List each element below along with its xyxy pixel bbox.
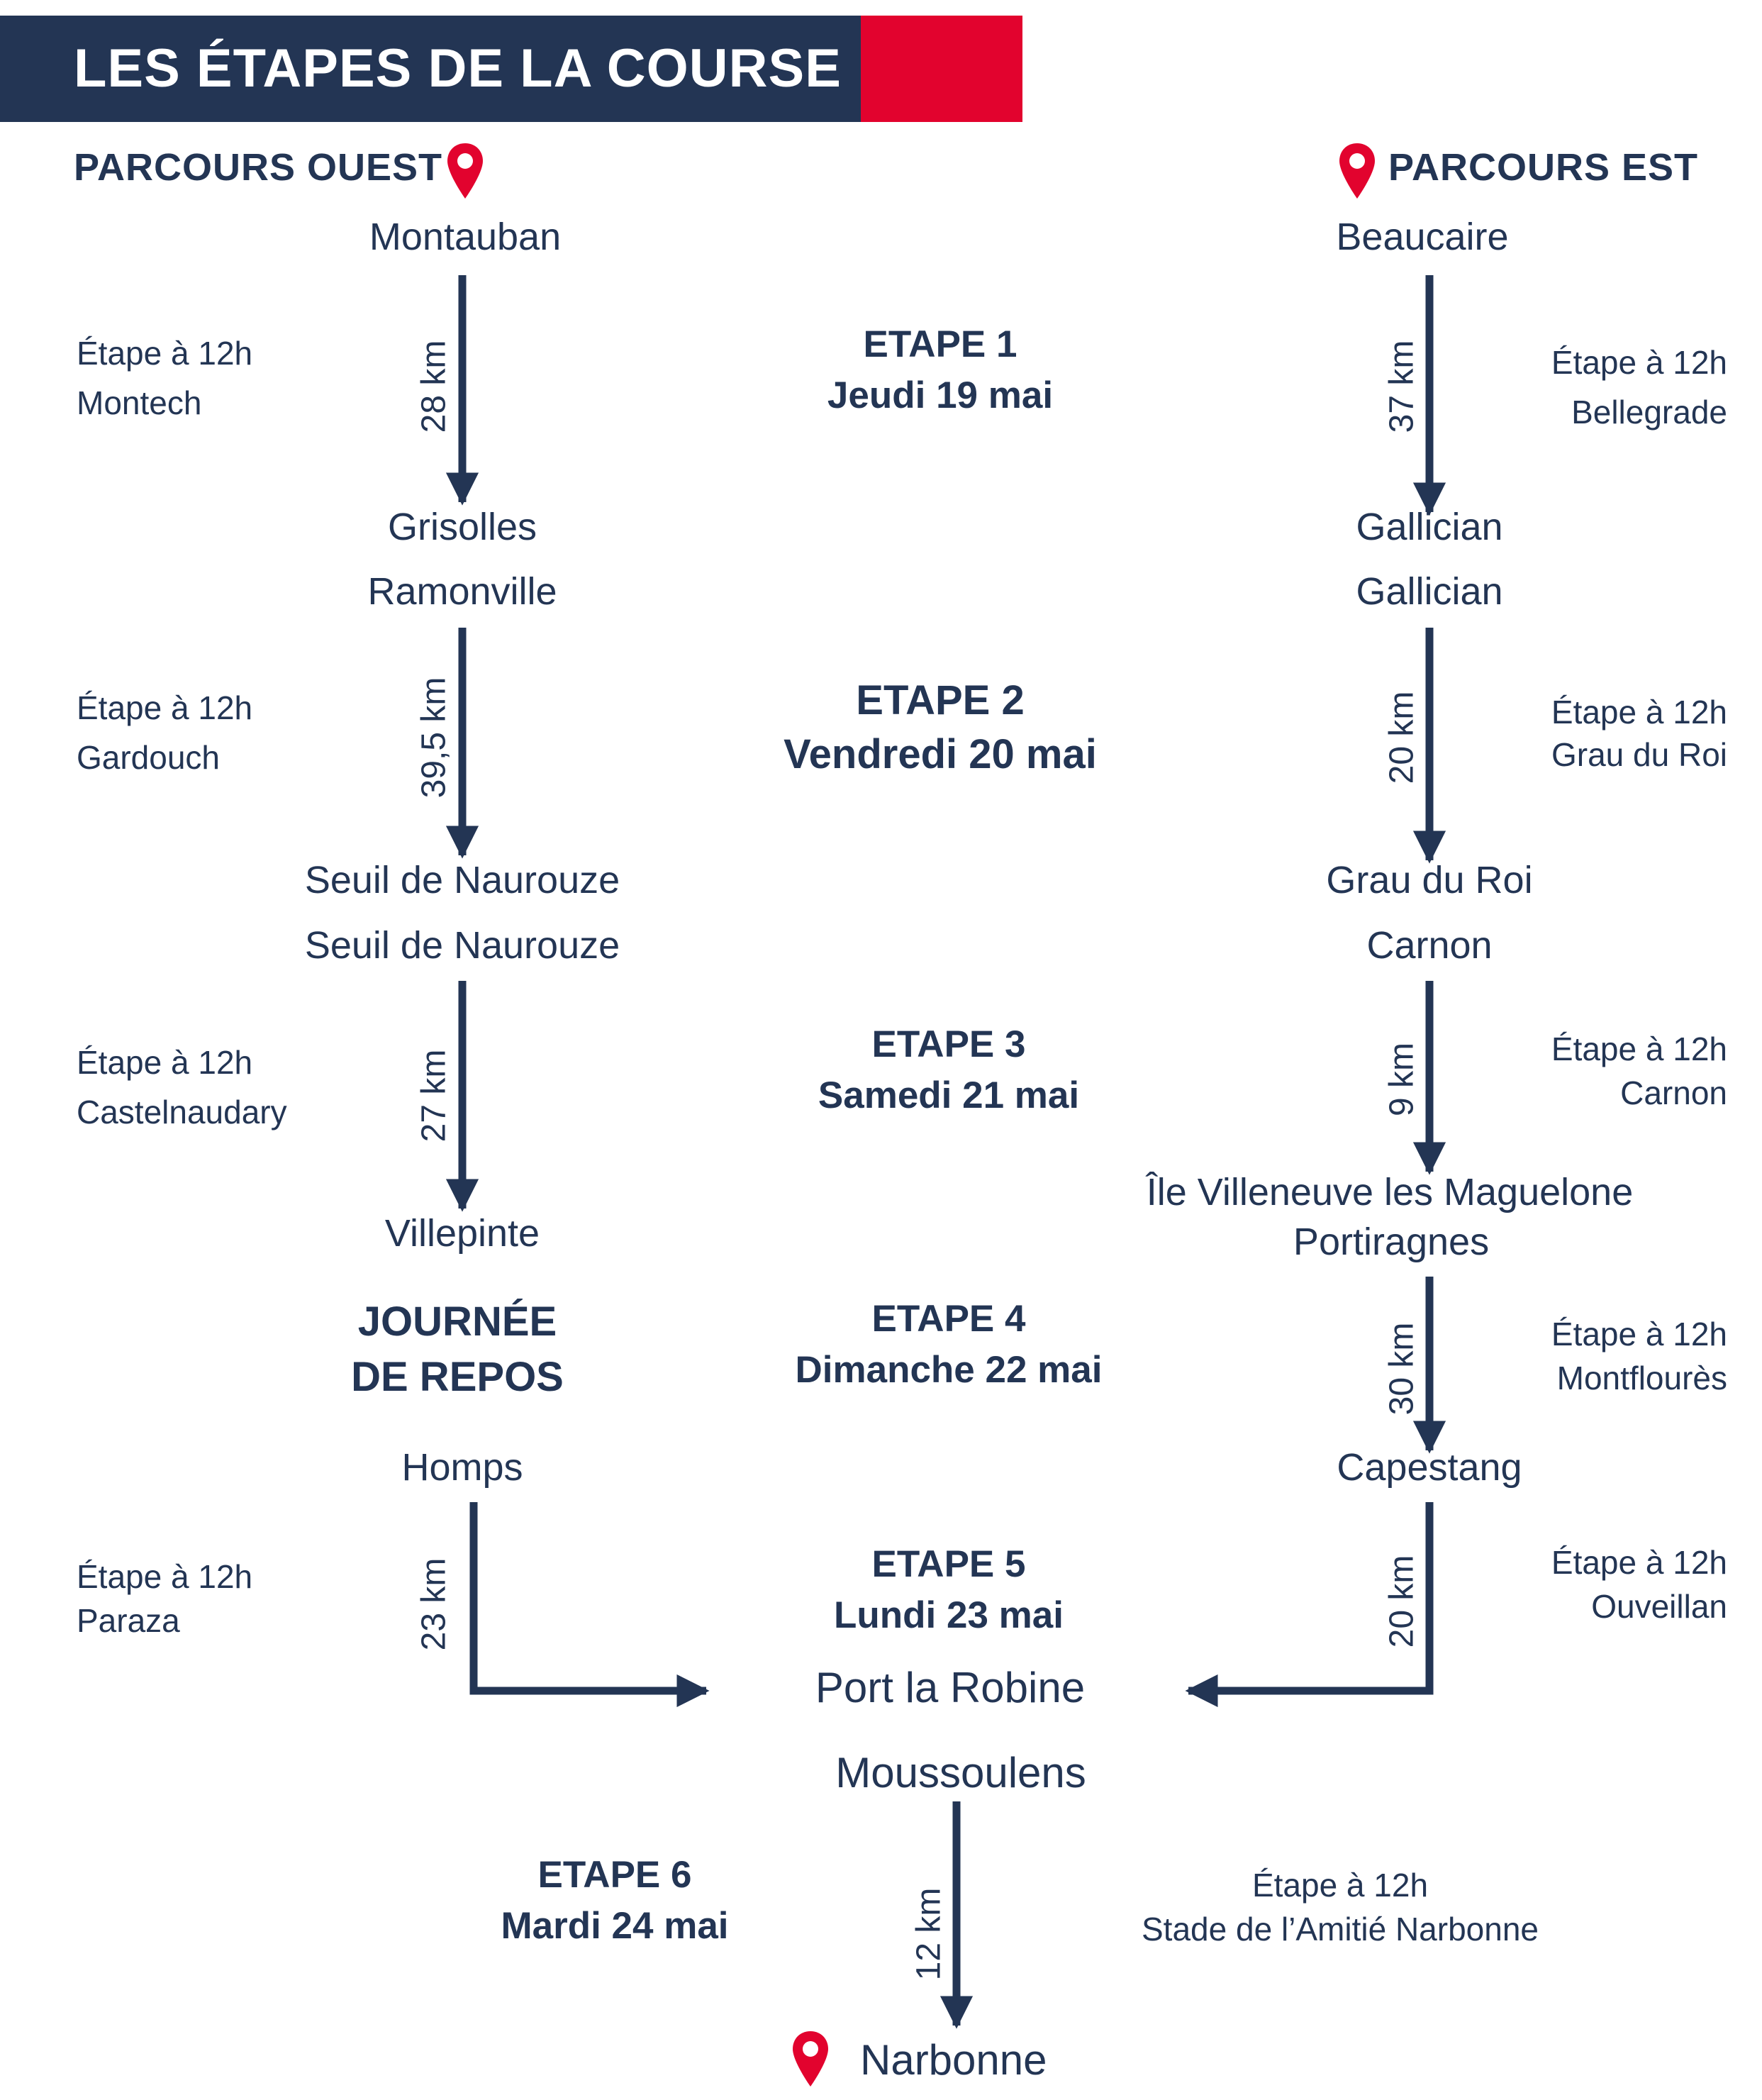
stage-name: ETAPE 1 xyxy=(863,323,1017,365)
stop-place: Grau du Roi xyxy=(1551,736,1727,773)
stage-name: ETAPE 6 xyxy=(537,1854,692,1896)
stop-place: Castelnaudary xyxy=(77,1094,287,1130)
east-leg-5-distance: 20 km xyxy=(1383,1555,1421,1648)
finale-city-moussoulens: Moussoulens xyxy=(835,1749,1086,1796)
map-pin-icon xyxy=(793,2031,828,2087)
stop-place: Bellegrade xyxy=(1571,394,1727,430)
west-leg-2-distance: 39,5 km xyxy=(415,677,453,799)
junction-port-la-robine: Port la Robine xyxy=(815,1664,1086,1711)
east-city-portiragnes: Portiragnes xyxy=(1293,1221,1490,1263)
stop-label: Étape à 12h xyxy=(1551,1544,1727,1581)
stop-place: Stade de l’Amitié Narbonne xyxy=(1142,1911,1539,1948)
stage-6: ETAPE 6 Mardi 24 mai xyxy=(501,1850,728,1952)
east-city-gallician-arrival: Gallician xyxy=(1356,506,1503,548)
east-leg-4-distance: 30 km xyxy=(1383,1322,1421,1416)
finale-distance: 12 km xyxy=(910,1887,948,1981)
east-stop-3: Étape à 12h Carnon xyxy=(1551,1027,1727,1115)
stop-label: Étape à 12h xyxy=(77,335,253,372)
stop-label: Étape à 12h xyxy=(1551,344,1727,381)
west-city-seuil-arrival: Seuil de Naurouze xyxy=(304,859,620,901)
stage-3: ETAPE 3 Samedi 21 mai xyxy=(818,1019,1079,1121)
east-leg-1-distance: 37 km xyxy=(1383,340,1421,433)
west-leg-4-arrow xyxy=(469,1502,710,1708)
west-city-villepinte: Villepinte xyxy=(384,1212,540,1255)
stage-date: Dimanche 22 mai xyxy=(795,1349,1103,1391)
header-accent-block xyxy=(861,16,1022,122)
stage-date: Samedi 21 mai xyxy=(818,1074,1080,1116)
stop-label: Étape à 12h xyxy=(1551,1030,1727,1067)
stage-date: Jeudi 19 mai xyxy=(827,374,1054,416)
west-leg-1-distance: 28 km xyxy=(415,340,453,433)
stop-place: Paraza xyxy=(77,1602,180,1639)
west-city-montauban: Montauban xyxy=(369,216,562,258)
west-city-seuil-departure: Seuil de Naurouze xyxy=(304,924,620,967)
west-leg-4-distance: 23 km xyxy=(415,1557,453,1651)
east-city-gallician-departure: Gallician xyxy=(1356,570,1503,613)
east-stop-2: Étape à 12h Grau du Roi xyxy=(1551,691,1727,776)
stop-place: Carnon xyxy=(1620,1074,1727,1111)
stage-name: ETAPE 5 xyxy=(871,1543,1026,1585)
stage-name: ETAPE 3 xyxy=(871,1023,1026,1065)
east-stop-5: Étape à 12h Ouveillan xyxy=(1551,1540,1727,1628)
stage-5: ETAPE 5 Lundi 23 mai xyxy=(834,1539,1064,1641)
west-city-homps: Homps xyxy=(401,1446,523,1489)
rest-day-label: JOURNÉE DE REPOS xyxy=(351,1294,564,1405)
stage-name: ETAPE 2 xyxy=(856,677,1025,723)
stop-label: Étape à 12h xyxy=(77,1558,253,1595)
stage-date: Mardi 24 mai xyxy=(501,1905,729,1947)
stop-label: Étape à 12h xyxy=(77,689,253,726)
west-stop-4: Étape à 12h Paraza xyxy=(77,1555,252,1643)
rest-day-line-2: DE REPOS xyxy=(351,1354,564,1400)
stop-place: Gardouch xyxy=(77,739,221,776)
west-stop-2: Étape à 12h Gardouch xyxy=(77,683,252,782)
west-stop-3: Étape à 12h Castelnaudary xyxy=(77,1038,287,1137)
east-route-title: PARCOURS EST xyxy=(1388,146,1699,189)
finale-city-narbonne: Narbonne xyxy=(860,2036,1047,2084)
west-stop-1: Étape à 12h Montech xyxy=(77,328,252,428)
map-pin-icon xyxy=(1339,143,1375,199)
map-pin-icon xyxy=(447,143,483,199)
stop-label: Étape à 12h xyxy=(1251,1867,1429,1904)
east-stop-1: Étape à 12h Bellegrade xyxy=(1551,338,1727,437)
stop-place: Ouveillan xyxy=(1591,1588,1727,1625)
stage-2: ETAPE 2 Vendredi 20 mai xyxy=(784,674,1097,782)
east-leg-3-distance: 9 km xyxy=(1383,1042,1421,1117)
east-city-carnon: Carnon xyxy=(1366,924,1493,967)
east-city-beaucaire: Beaucaire xyxy=(1336,216,1509,258)
stop-label: Étape à 12h xyxy=(77,1044,253,1081)
east-city-capestang: Capestang xyxy=(1337,1446,1522,1489)
stage-4: ETAPE 4 Dimanche 22 mai xyxy=(795,1294,1102,1396)
stage-date: Vendredi 20 mai xyxy=(784,731,1097,777)
finale-stop: Étape à 12h Stade de l’Amitié Narbonne xyxy=(1142,1863,1539,1951)
stop-label: Étape à 12h xyxy=(1551,694,1727,730)
east-city-ile-villeneuve: Île Villeneuve les Maguelone xyxy=(1146,1171,1634,1213)
west-city-ramonville: Ramonville xyxy=(367,570,557,613)
stop-place: Montflourès xyxy=(1556,1360,1727,1396)
stage-date: Lundi 23 mai xyxy=(834,1594,1064,1636)
stop-place: Montech xyxy=(77,384,202,421)
header-bar xyxy=(0,16,861,122)
east-leg-2-distance: 20 km xyxy=(1383,691,1421,784)
east-leg-5-arrow xyxy=(1185,1502,1434,1708)
east-stop-4: Étape à 12h Montflourès xyxy=(1551,1312,1727,1400)
page-title: LES ÉTAPES DE LA COURSE xyxy=(74,38,842,99)
west-route-title: PARCOURS OUEST xyxy=(74,146,443,189)
west-city-grisolles: Grisolles xyxy=(387,506,537,548)
west-leg-3-distance: 27 km xyxy=(415,1049,453,1143)
stage-1: ETAPE 1 Jeudi 19 mai xyxy=(827,319,1053,421)
stop-label: Étape à 12h xyxy=(1551,1316,1727,1352)
east-city-grau-du-roi: Grau du Roi xyxy=(1326,859,1533,901)
rest-day-line-1: JOURNÉE xyxy=(357,1299,557,1345)
stage-name: ETAPE 4 xyxy=(871,1298,1026,1340)
